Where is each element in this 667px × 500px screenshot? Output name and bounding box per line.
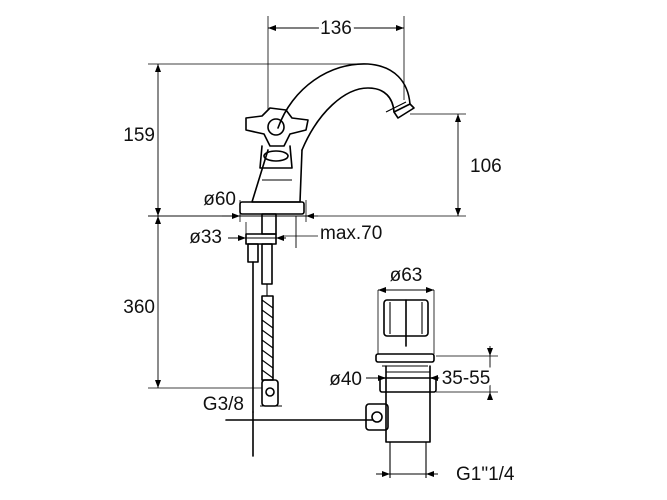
pull-rod (225, 411, 373, 457)
dimension-hose-length: 360 (123, 215, 262, 389)
drain-adjust-label: 35-55 (442, 368, 491, 389)
dimension-total-height: 159 (123, 63, 366, 217)
shank-diameter-label: ø33 (189, 227, 222, 248)
popup-drain (365, 299, 437, 478)
dimension-base-diameter: ø60 (203, 189, 314, 222)
total-height-label: 159 (123, 125, 155, 146)
dimension-max-thickness: max.70 (284, 215, 382, 248)
spout-reach-label: 136 (320, 18, 352, 39)
drain-head-label: ø63 (390, 265, 423, 286)
supply-hose (245, 213, 282, 413)
dimension-spout-height: 106 (306, 113, 505, 217)
base-diameter-label: ø60 (203, 189, 236, 210)
dimension-spout-reach: 136 (267, 15, 405, 110)
dimension-connection-thread: G3/8 (203, 394, 244, 415)
dimension-drain-body: ø40 (329, 369, 446, 390)
faucet-body (239, 63, 415, 215)
dimension-waste-thread: G1"1/4 (376, 464, 515, 485)
waste-thread-label: G1"1/4 (456, 464, 515, 485)
dimension-drain-adjust: 35-55 (436, 346, 498, 400)
hose-length-label: 360 (123, 297, 155, 318)
dimension-shank-diameter: ø33 (189, 222, 286, 248)
spout-height-label: 106 (470, 156, 502, 177)
dimension-drain-head: ø63 (377, 265, 435, 354)
connection-thread-label: G3/8 (203, 394, 244, 415)
drain-body-label: ø40 (329, 369, 362, 390)
max-thickness-label: max.70 (320, 223, 382, 244)
